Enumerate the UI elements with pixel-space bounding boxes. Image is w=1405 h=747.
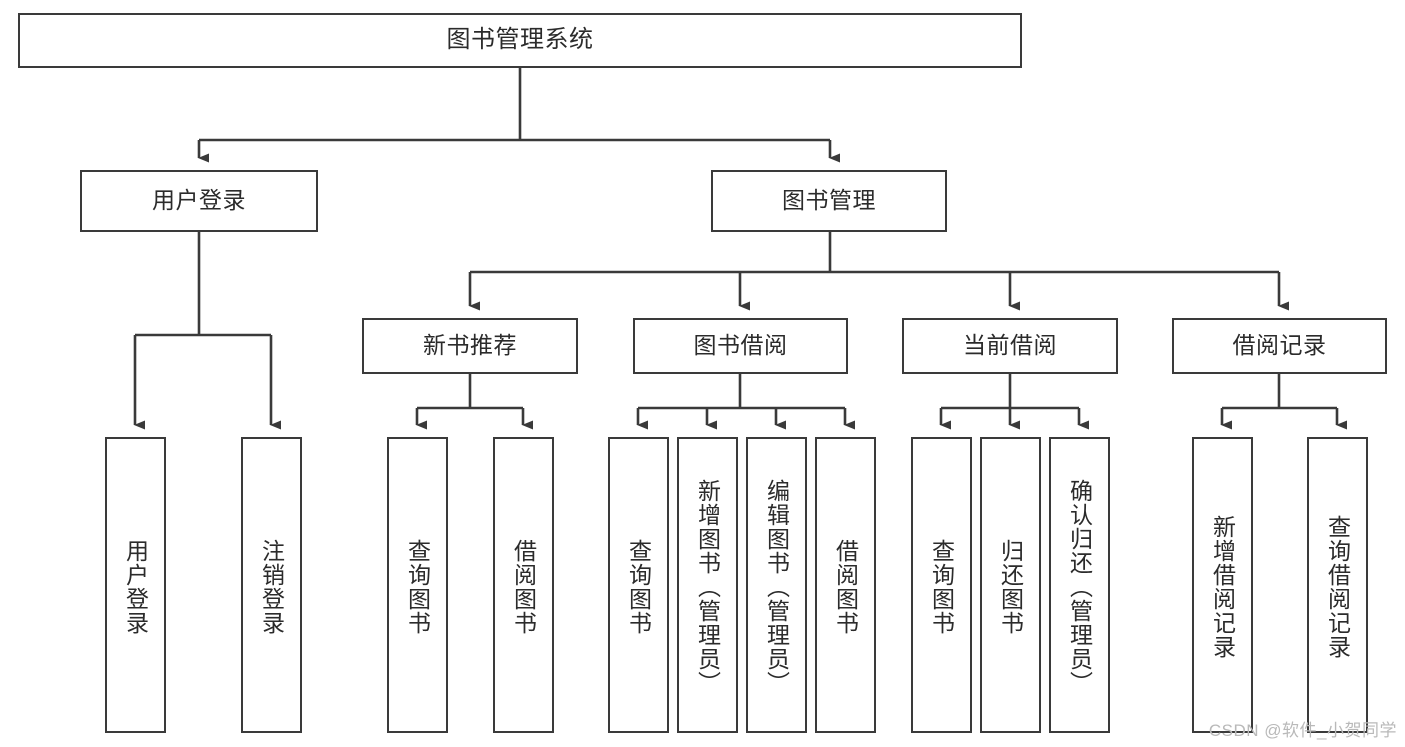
node-label: 当前借阅 [963,332,1057,359]
leaf-user-login[interactable]: 用户登录 [105,437,166,733]
node-label: 新增图书（管理员） [694,479,721,695]
node-book-borrow[interactable]: 图书借阅 [633,318,848,374]
node-borrow-record[interactable]: 借阅记录 [1172,318,1387,374]
leaf-query-book-current[interactable]: 查询图书 [911,437,972,733]
node-label: 查询借阅记录 [1324,515,1351,659]
node-label: 编辑图书（管理员） [763,479,790,695]
node-label: 新书推荐 [423,332,517,359]
node-label: 注销登录 [258,539,285,635]
csdn-watermark: CSDN @软件_小贺同学 [1208,721,1397,740]
leaf-return-book[interactable]: 归还图书 [980,437,1041,733]
node-label: 图书管理系统 [446,26,594,54]
leaf-query-book-recommend[interactable]: 查询图书 [387,437,448,733]
leaf-borrow-book[interactable]: 借阅图书 [815,437,876,733]
leaf-confirm-return[interactable]: 确认归还（管理员） [1049,437,1110,733]
node-label: 借阅图书 [510,539,537,635]
leaf-query-book-borrow[interactable]: 查询图书 [608,437,669,733]
node-label: 查询图书 [404,539,431,635]
node-label: 新增借阅记录 [1209,515,1236,659]
node-label: 图书借阅 [693,332,788,359]
node-label: 借阅记录 [1232,332,1327,359]
node-label: 查询图书 [928,539,955,635]
leaf-edit-book[interactable]: 编辑图书（管理员） [746,437,807,733]
node-label: 确认归还（管理员） [1066,479,1093,695]
leaf-add-borrow-record[interactable]: 新增借阅记录 [1192,437,1253,733]
node-book-management[interactable]: 图书管理 [711,170,947,232]
node-label: 查询图书 [625,539,652,635]
node-label: 归还图书 [997,539,1024,635]
leaf-logout-login[interactable]: 注销登录 [241,437,302,733]
node-label: 图书管理 [782,187,876,214]
node-new-book-recommend[interactable]: 新书推荐 [362,318,578,374]
node-user-login[interactable]: 用户登录 [80,170,318,232]
leaf-add-book[interactable]: 新增图书（管理员） [677,437,738,733]
node-label: 借阅图书 [832,539,859,635]
leaf-query-borrow-record[interactable]: 查询借阅记录 [1307,437,1368,733]
node-label: 用户登录 [152,187,246,214]
leaf-borrow-book-recommend[interactable]: 借阅图书 [493,437,554,733]
node-current-borrow[interactable]: 当前借阅 [902,318,1118,374]
node-label: 用户登录 [122,539,149,635]
node-book-management-system[interactable]: 图书管理系统 [18,13,1022,68]
